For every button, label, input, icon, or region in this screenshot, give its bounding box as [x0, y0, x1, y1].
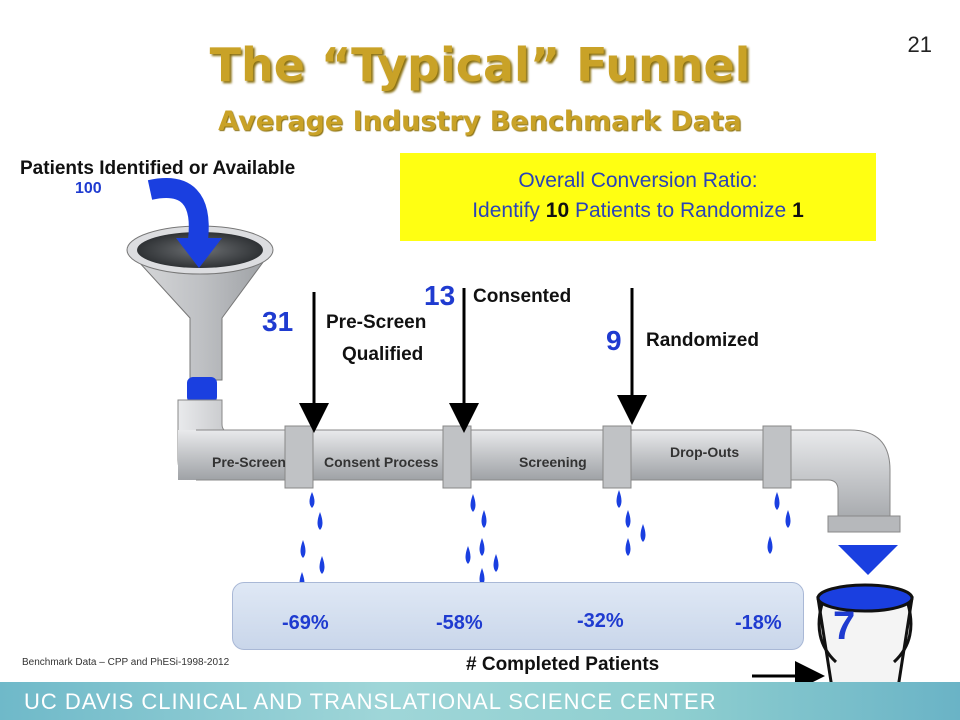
- footer-banner-text: UC DAVIS CLINICAL AND TRANSLATIONAL SCIE…: [24, 689, 717, 714]
- pipe-label-dropouts: Drop-Outs: [670, 444, 740, 460]
- completed-count: 7: [833, 604, 856, 648]
- stage-count-prescreen: 31: [262, 306, 294, 337]
- dropoff-rate: -58%: [436, 612, 483, 634]
- page-title: The “Typical” Funnel: [209, 38, 751, 92]
- completed-label: # Completed Patients: [466, 654, 660, 675]
- funnel-input-count: 100: [75, 180, 102, 197]
- stage-count-consented: 13: [424, 280, 456, 311]
- bucket-icon: [816, 583, 914, 697]
- dropoff-rate: -69%: [282, 612, 329, 634]
- pipe-label-prescreen: Pre-Screen: [212, 454, 286, 470]
- conversion-line1: Overall Conversion Ratio:: [518, 169, 758, 192]
- stage-label-prescreen-line2: Qualified: [342, 344, 424, 365]
- dropoff-rate: -32%: [577, 610, 624, 632]
- pipe-label-consent: Consent Process: [324, 454, 439, 470]
- stage-label-prescreen-line1: Pre-Screen: [326, 312, 427, 333]
- dropoff-rate: -18%: [735, 612, 782, 634]
- stage-label-consented: Consented: [473, 286, 572, 307]
- outflow-arrow-icon: [838, 545, 898, 575]
- pipe-icon: [177, 399, 901, 533]
- conversion-ratio-box: Overall Conversion Ratio: Identify 10 Pa…: [400, 153, 876, 241]
- input-arrow-icon: [147, 178, 222, 268]
- page-subtitle: Average Industry Benchmark Data: [218, 106, 742, 137]
- drops-icon: [299, 490, 791, 590]
- pipe-label-screening: Screening: [519, 454, 587, 470]
- slide-number: 21: [907, 32, 932, 57]
- conversion-line2: Identify 10 Patients to Randomize 1: [472, 199, 804, 222]
- dropoff-rate-panel: [232, 582, 804, 650]
- stage-label-randomized: Randomized: [646, 330, 759, 351]
- footer-banner: [0, 682, 960, 720]
- funnel-input-label: Patients Identified or Available: [20, 158, 296, 179]
- footnote: Benchmark Data – CPP and PhESi-1998-2012: [22, 657, 230, 668]
- stage-count-randomized: 9: [606, 325, 622, 356]
